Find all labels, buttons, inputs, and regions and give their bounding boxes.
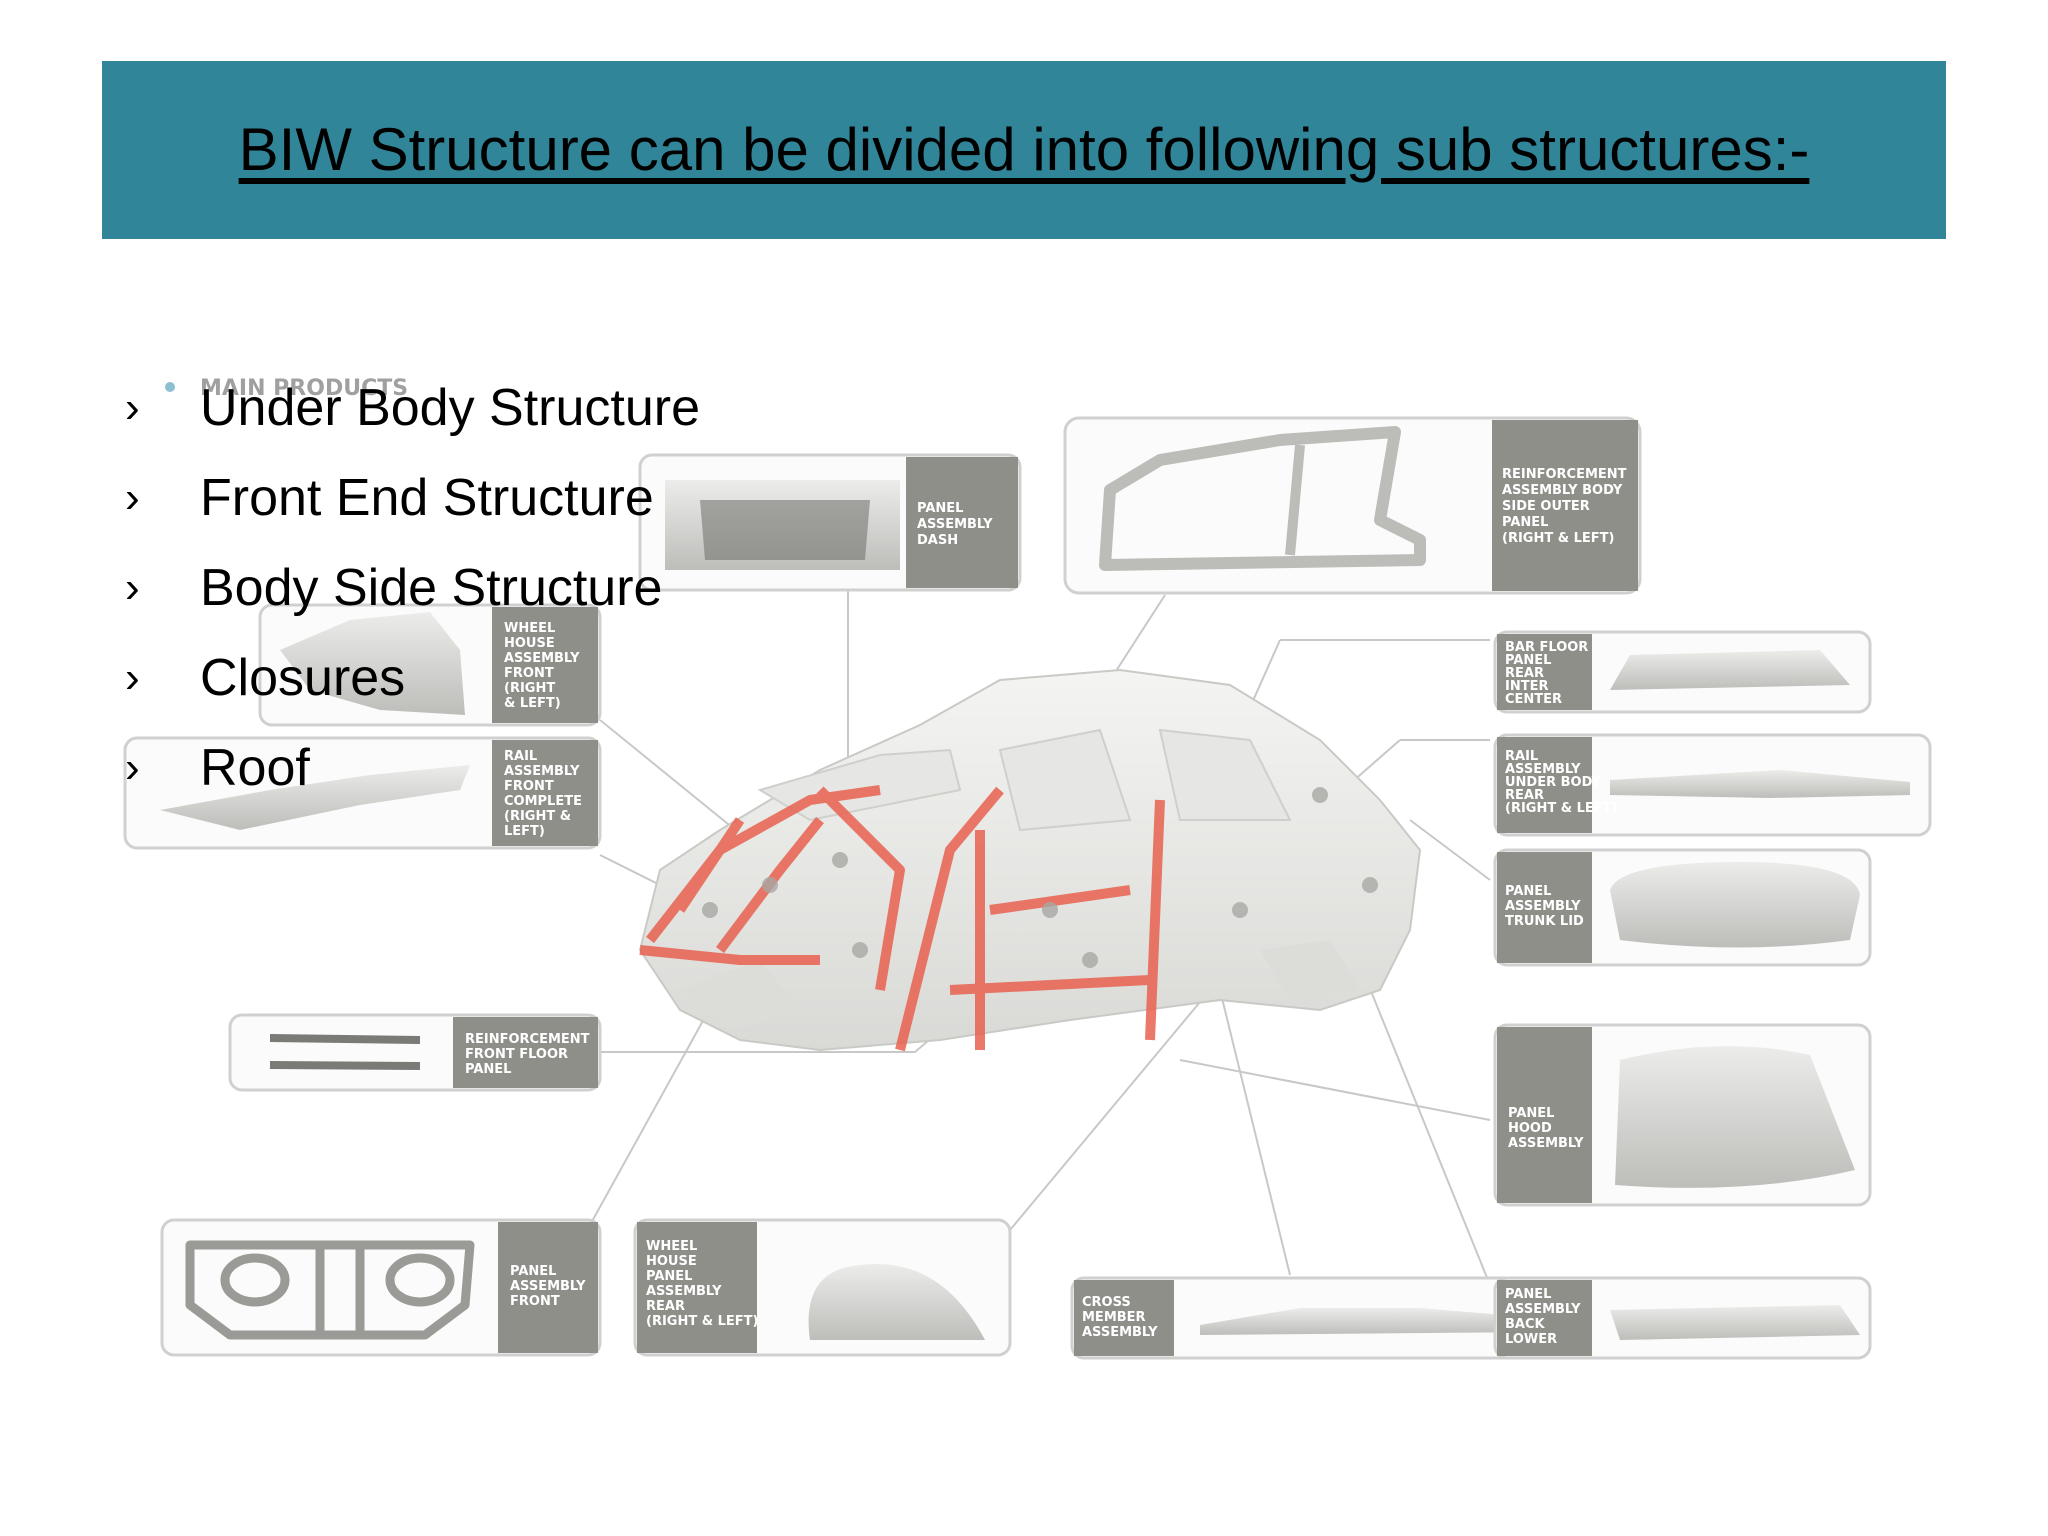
- callout-cross-member-label: CROSS MEMBER ASSEMBLY: [1082, 1295, 1158, 1340]
- bullet-marker: ›: [125, 653, 140, 702]
- callout-trunk-lid-label: PANEL ASSEMBLY TRUNK LID: [1505, 884, 1585, 929]
- red-structure: [639, 785, 1165, 1052]
- callout-bar-floor-label: BAR FLOOR PANEL REAR INTER CENTER: [1505, 640, 1593, 707]
- callout-wheel-house-rear: WHEEL HOUSE PANEL ASSEMBLY REAR (RIGHT &…: [633, 1218, 1012, 1357]
- callout-body-side: REINFORCEMENT ASSEMBLY BODY SIDE OUTER P…: [1063, 416, 1642, 595]
- bullet-marker: ›: [125, 473, 140, 522]
- title-banner: BIW Structure can be divided into follow…: [102, 61, 1946, 239]
- list-item-text: Body Side Structure: [200, 559, 663, 617]
- list-item-text: Roof: [200, 739, 310, 797]
- callout-wheel-house-front: WHEEL HOUSE ASSEMBLY FRONT (RIGHT & LEFT…: [258, 603, 602, 727]
- callout-cross-member: CROSS MEMBER ASSEMBLY: [1070, 1276, 1569, 1360]
- callout-body-side-label: REINFORCEMENT ASSEMBLY BODY SIDE OUTER P…: [1502, 467, 1631, 546]
- car-body-shell: [638, 668, 1422, 1052]
- callout-panel-front: PANEL ASSEMBLY FRONT: [160, 1218, 602, 1357]
- callout-wheel-house-front-label: WHEEL HOUSE ASSEMBLY FRONT (RIGHT & LEFT…: [504, 621, 584, 711]
- callout-rail-front: RAIL ASSEMBLY FRONT COMPLETE (RIGHT & LE…: [123, 736, 602, 850]
- callout-rail-rear-label: RAIL ASSEMBLY UNDER BODY REAR (RIGHT & L…: [1505, 749, 1617, 816]
- callout-trunk-lid: PANEL ASSEMBLY TRUNK LID: [1493, 848, 1872, 967]
- slide-title: BIW Structure can be divided into follow…: [238, 116, 1810, 183]
- bullet-marker: ›: [125, 743, 140, 792]
- callout-rail-rear: RAIL ASSEMBLY UNDER BODY REAR (RIGHT & L…: [1493, 733, 1932, 837]
- bullet-marker: ›: [125, 563, 140, 612]
- callout-hood: PANEL HOOD ASSEMBLY: [1493, 1023, 1872, 1207]
- callout-back-lower-label: PANEL ASSEMBLY BACK LOWER: [1505, 1287, 1585, 1347]
- callout-panel-front-label: PANEL ASSEMBLY FRONT: [510, 1264, 590, 1309]
- biw-parts-diagram: MAIN PRODUCTS: [123, 376, 1932, 1360]
- callout-front-floor: REINFORCEMENT FRONT FLOOR PANEL: [228, 1013, 602, 1092]
- callout-front-floor-label: REINFORCEMENT FRONT FLOOR PANEL: [465, 1032, 594, 1077]
- callout-rail-front-label: RAIL ASSEMBLY FRONT COMPLETE (RIGHT & LE…: [504, 749, 587, 839]
- callout-back-lower: PANEL ASSEMBLY BACK LOWER: [1493, 1276, 1872, 1360]
- list-item-text: Under Body Structure: [200, 379, 701, 437]
- list-item-text: Front End Structure: [200, 469, 654, 527]
- bullet-marker: ›: [125, 383, 140, 432]
- callout-wheel-house-rear-label: WHEEL HOUSE PANEL ASSEMBLY REAR (RIGHT &…: [646, 1239, 758, 1329]
- bullet-dot-icon: [165, 382, 175, 392]
- joint-markers: [702, 787, 1378, 968]
- callout-hood-label: PANEL HOOD ASSEMBLY: [1508, 1106, 1584, 1151]
- callout-bar-floor: BAR FLOOR PANEL REAR INTER CENTER: [1493, 630, 1872, 714]
- callout-dash-label: PANEL ASSEMBLY DASH: [917, 501, 997, 548]
- callout-dash: PANEL ASSEMBLY DASH: [638, 453, 1022, 592]
- main-products-heading: MAIN PRODUCTS: [200, 376, 408, 401]
- list-item-text: Closures: [200, 649, 406, 707]
